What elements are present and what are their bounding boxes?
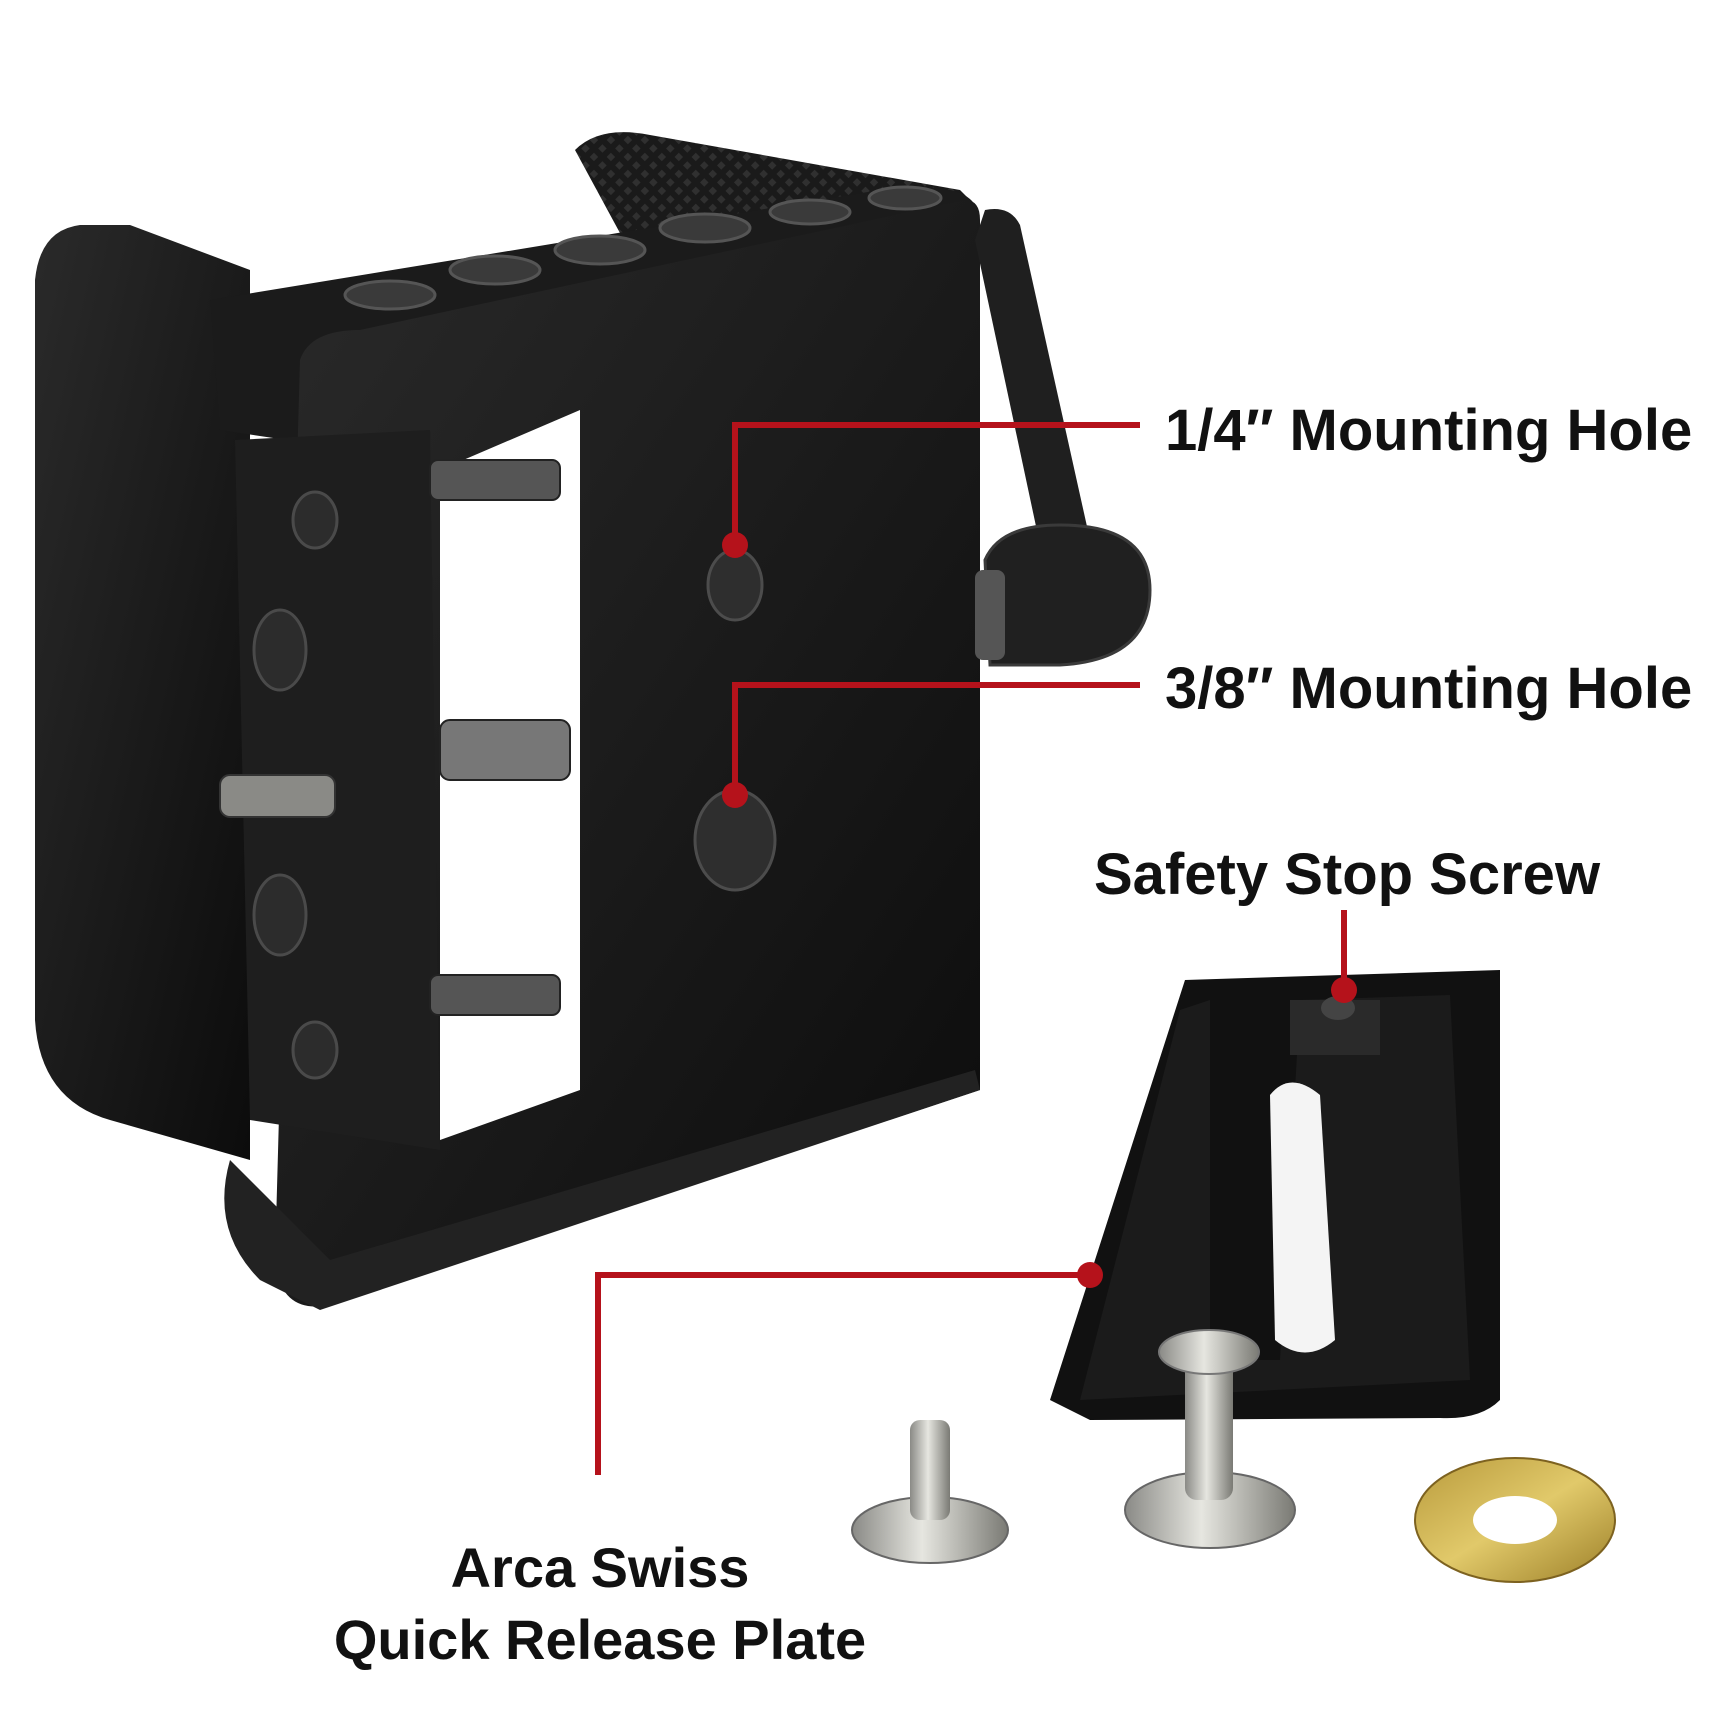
callout-dot-safety-stop <box>1331 977 1357 1003</box>
callout-label-arca-plate: Arca Swiss Quick Release Plate <box>300 1532 900 1676</box>
front-mounting-holes <box>693 548 777 892</box>
callout-line-arca-plate <box>595 1272 1090 1475</box>
jaw-holes <box>252 490 339 1080</box>
callout-label-three-eighth-hole: 3/8″ Mounting Hole <box>1165 656 1693 721</box>
brass-washer <box>1414 1457 1616 1583</box>
callout-dot-quarter-hole <box>722 532 748 558</box>
callout-line-quarter-hole <box>732 422 1140 545</box>
callout-label-quarter-hole: 1/4″ Mounting Hole <box>1165 398 1693 463</box>
locking-lever <box>975 209 1152 667</box>
arca-label-line2: Quick Release Plate <box>333 1608 867 1671</box>
callout-lines <box>595 422 1347 1475</box>
arca-label-line1: Arca Swiss <box>450 1536 750 1599</box>
callout-dots <box>722 532 1357 1288</box>
callout-dot-three-eighth-hole <box>722 782 748 808</box>
callout-line-three-eighth-hole <box>732 682 1140 795</box>
top-mounting-holes <box>343 185 943 311</box>
arca-swiss-plate <box>1050 970 1500 1420</box>
callout-label-safety-stop: Safety Stop Screw <box>1094 842 1601 907</box>
callout-dot-arca-plate <box>1077 1262 1103 1288</box>
threaded-rods <box>429 459 571 1016</box>
accessory-screws <box>851 1329 1296 1564</box>
front-thumb-screw <box>219 774 336 818</box>
